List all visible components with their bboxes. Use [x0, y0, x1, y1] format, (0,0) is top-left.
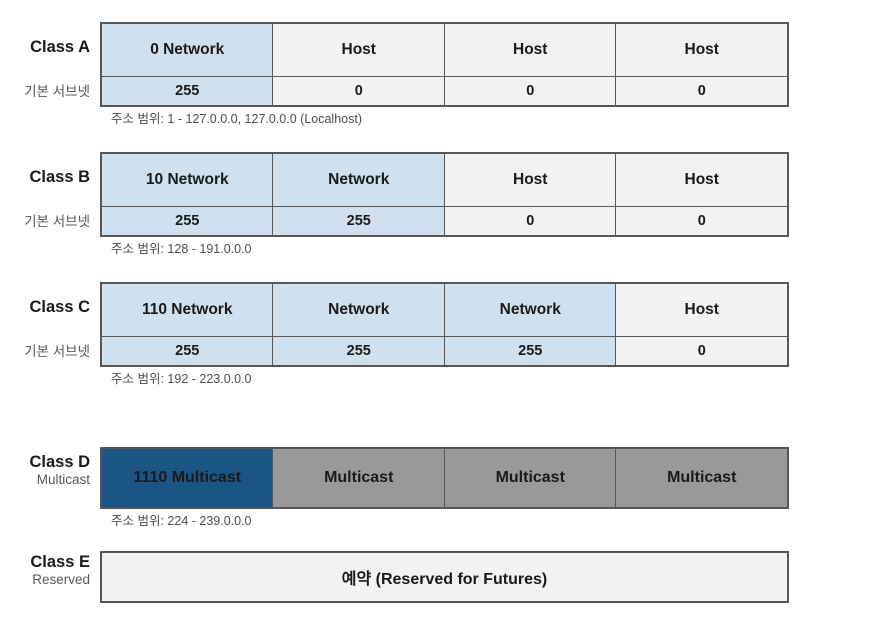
- class-c-mask-3: 255: [443, 336, 617, 367]
- class-a-subnet-label: 기본 서브넷: [24, 84, 90, 100]
- class-c-octet-1: 110 Network: [100, 282, 274, 337]
- class-a-mask-2: 0: [272, 76, 445, 107]
- class-b-mask-2: 255: [272, 206, 445, 237]
- class-e-grid: 예약 (Reserved for Futures): [100, 551, 789, 603]
- class-a-table: 0 Network Host Host Host 255 0 0 0: [100, 22, 789, 107]
- class-a-octet-3: Host: [443, 22, 617, 77]
- class-a-mask-1: 255: [100, 76, 274, 107]
- class-c-mask-4: 0: [615, 336, 789, 367]
- class-d-range-note: 주소 범위: 224 - 239.0.0.0: [111, 514, 252, 528]
- class-d-title: Class D: [29, 453, 90, 471]
- class-block-class-c: Class C 기본 서브넷 110 Network Network Netwo…: [0, 282, 871, 387]
- class-b-subnet-label: 기본 서브넷: [24, 214, 90, 230]
- class-c-table: 110 Network Network Network Host 255 255…: [100, 282, 789, 367]
- class-c-labels: Class C 기본 서브넷: [0, 282, 100, 359]
- class-b-octet-2: Network: [272, 152, 445, 207]
- class-e-table: 예약 (Reserved for Futures): [100, 551, 789, 603]
- class-a-mask-3: 0: [443, 76, 617, 107]
- class-b-title: Class B: [29, 168, 90, 186]
- class-block-class-a: Class A 기본 서브넷 0 Network Host Host Host …: [0, 22, 871, 127]
- class-b-mask-1: 255: [100, 206, 274, 237]
- class-c-grid: 110 Network Network Network Host 255 255…: [100, 282, 789, 367]
- class-b-octet-4: Host: [615, 152, 789, 207]
- table-row: 255 255 0 0: [100, 206, 789, 237]
- class-block-class-b: Class B 기본 서브넷 10 Network Network Host H…: [0, 152, 871, 257]
- class-e-title: Class E: [30, 553, 90, 571]
- class-b-mask-3: 0: [443, 206, 617, 237]
- class-c-mask-2: 255: [272, 336, 445, 367]
- class-b-mask-4: 0: [615, 206, 789, 237]
- class-a-octet-4: Host: [615, 22, 789, 77]
- class-a-range-note: 주소 범위: 1 - 127.0.0.0, 127.0.0.0 (Localho…: [111, 112, 362, 126]
- class-b-octet-1: 10 Network: [100, 152, 274, 207]
- class-a-grid: 0 Network Host Host Host 255 0 0 0: [100, 22, 789, 107]
- class-d-octet-2: Multicast: [272, 447, 445, 509]
- class-d-subtitle: Multicast: [36, 472, 90, 488]
- class-c-octet-2: Network: [272, 282, 445, 337]
- class-a-title: Class A: [30, 38, 90, 56]
- class-b-range-note: 주소 범위: 128 - 191.0.0.0: [111, 242, 252, 256]
- class-a-labels: Class A 기본 서브넷: [0, 22, 100, 99]
- class-block-class-d: Class D Multicast 1110 Multicast Multica…: [0, 447, 871, 529]
- class-e-reserved-cell: 예약 (Reserved for Futures): [101, 552, 788, 602]
- class-b-grid: 10 Network Network Host Host 255 255 0 0: [100, 152, 789, 237]
- class-b-table: 10 Network Network Host Host 255 255 0 0: [100, 152, 789, 237]
- table-row: 1110 Multicast Multicast Multicast Multi…: [100, 447, 789, 509]
- class-e-subtitle: Reserved: [32, 572, 90, 588]
- class-c-subnet-label: 기본 서브넷: [24, 344, 90, 360]
- table-row: 예약 (Reserved for Futures): [101, 552, 788, 602]
- class-b-labels: Class B 기본 서브넷: [0, 152, 100, 229]
- table-row: 10 Network Network Host Host: [100, 152, 789, 207]
- table-row: 255 255 255 0: [100, 336, 789, 367]
- class-c-title: Class C: [29, 298, 90, 316]
- class-d-grid: 1110 Multicast Multicast Multicast Multi…: [100, 447, 789, 509]
- class-block-class-e: Class E Reserved 예약 (Reserved for Future…: [0, 551, 871, 603]
- table-row: 255 0 0 0: [100, 76, 789, 107]
- class-e-labels: Class E Reserved: [0, 551, 100, 589]
- class-b-octet-3: Host: [443, 152, 617, 207]
- class-a-octet-2: Host: [272, 22, 445, 77]
- class-d-octet-4: Multicast: [615, 447, 789, 509]
- class-a-mask-4: 0: [615, 76, 789, 107]
- class-c-mask-1: 255: [100, 336, 274, 367]
- class-c-octet-4: Host: [615, 282, 789, 337]
- table-row: 110 Network Network Network Host: [100, 282, 789, 337]
- class-a-octet-1: 0 Network: [100, 22, 274, 77]
- class-d-labels: Class D Multicast: [0, 447, 100, 489]
- class-d-octet-1: 1110 Multicast: [100, 447, 274, 509]
- class-c-octet-3: Network: [443, 282, 617, 337]
- class-d-table: 1110 Multicast Multicast Multicast Multi…: [100, 447, 789, 509]
- class-c-range-note: 주소 범위: 192 - 223.0.0.0: [111, 372, 252, 386]
- class-d-octet-3: Multicast: [443, 447, 617, 509]
- table-row: 0 Network Host Host Host: [100, 22, 789, 77]
